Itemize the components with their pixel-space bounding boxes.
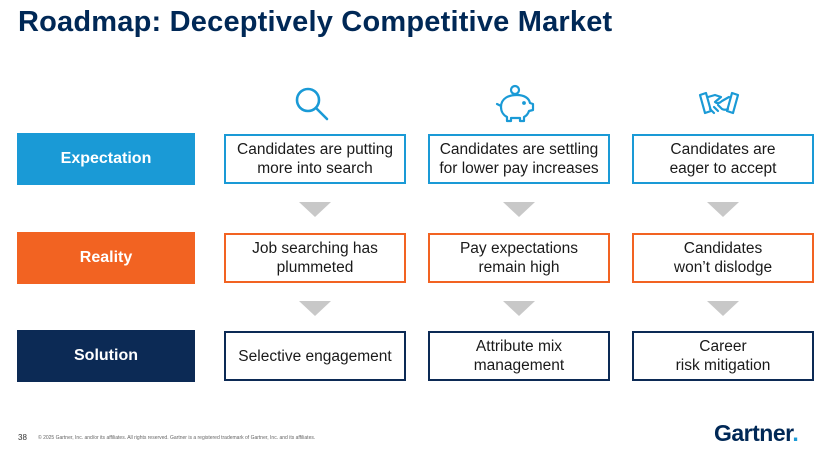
down-arrow-icon — [707, 301, 739, 316]
expectation-cell-search: Candidates are putting more into search — [224, 134, 406, 184]
solution-cell-search: Selective engagement — [224, 331, 406, 381]
reality-cell-accept: Candidates won’t dislodge — [632, 233, 814, 283]
handshake-icon — [697, 83, 741, 127]
row-label-expectation: Expectation — [17, 133, 195, 185]
reality-cell-pay: Pay expectations remain high — [428, 233, 610, 283]
row-label-solution: Solution — [17, 330, 195, 382]
piggy-bank-icon — [493, 83, 537, 127]
logo-text: Gartner — [714, 420, 793, 446]
down-arrow-icon — [299, 202, 331, 217]
logo-dot: . — [792, 420, 799, 446]
row-label-reality: Reality — [17, 232, 195, 284]
down-arrow-icon — [503, 301, 535, 316]
down-arrow-icon — [503, 202, 535, 217]
gartner-logo: Gartner. — [714, 420, 799, 447]
expectation-cell-accept: Candidates are eager to accept — [632, 134, 814, 184]
down-arrow-icon — [299, 301, 331, 316]
page-number: 38 — [18, 433, 27, 442]
expectation-cell-pay: Candidates are settling for lower pay in… — [428, 134, 610, 184]
reality-cell-search: Job searching has plummeted — [224, 233, 406, 283]
solution-cell-accept: Career risk mitigation — [632, 331, 814, 381]
down-arrow-icon — [707, 202, 739, 217]
solution-cell-pay: Attribute mix management — [428, 331, 610, 381]
slide-title: Roadmap: Deceptively Competitive Market — [18, 6, 613, 38]
copyright-notice: © 2025 Gartner, Inc. and/or its affiliat… — [38, 435, 316, 441]
search-icon — [290, 83, 334, 127]
